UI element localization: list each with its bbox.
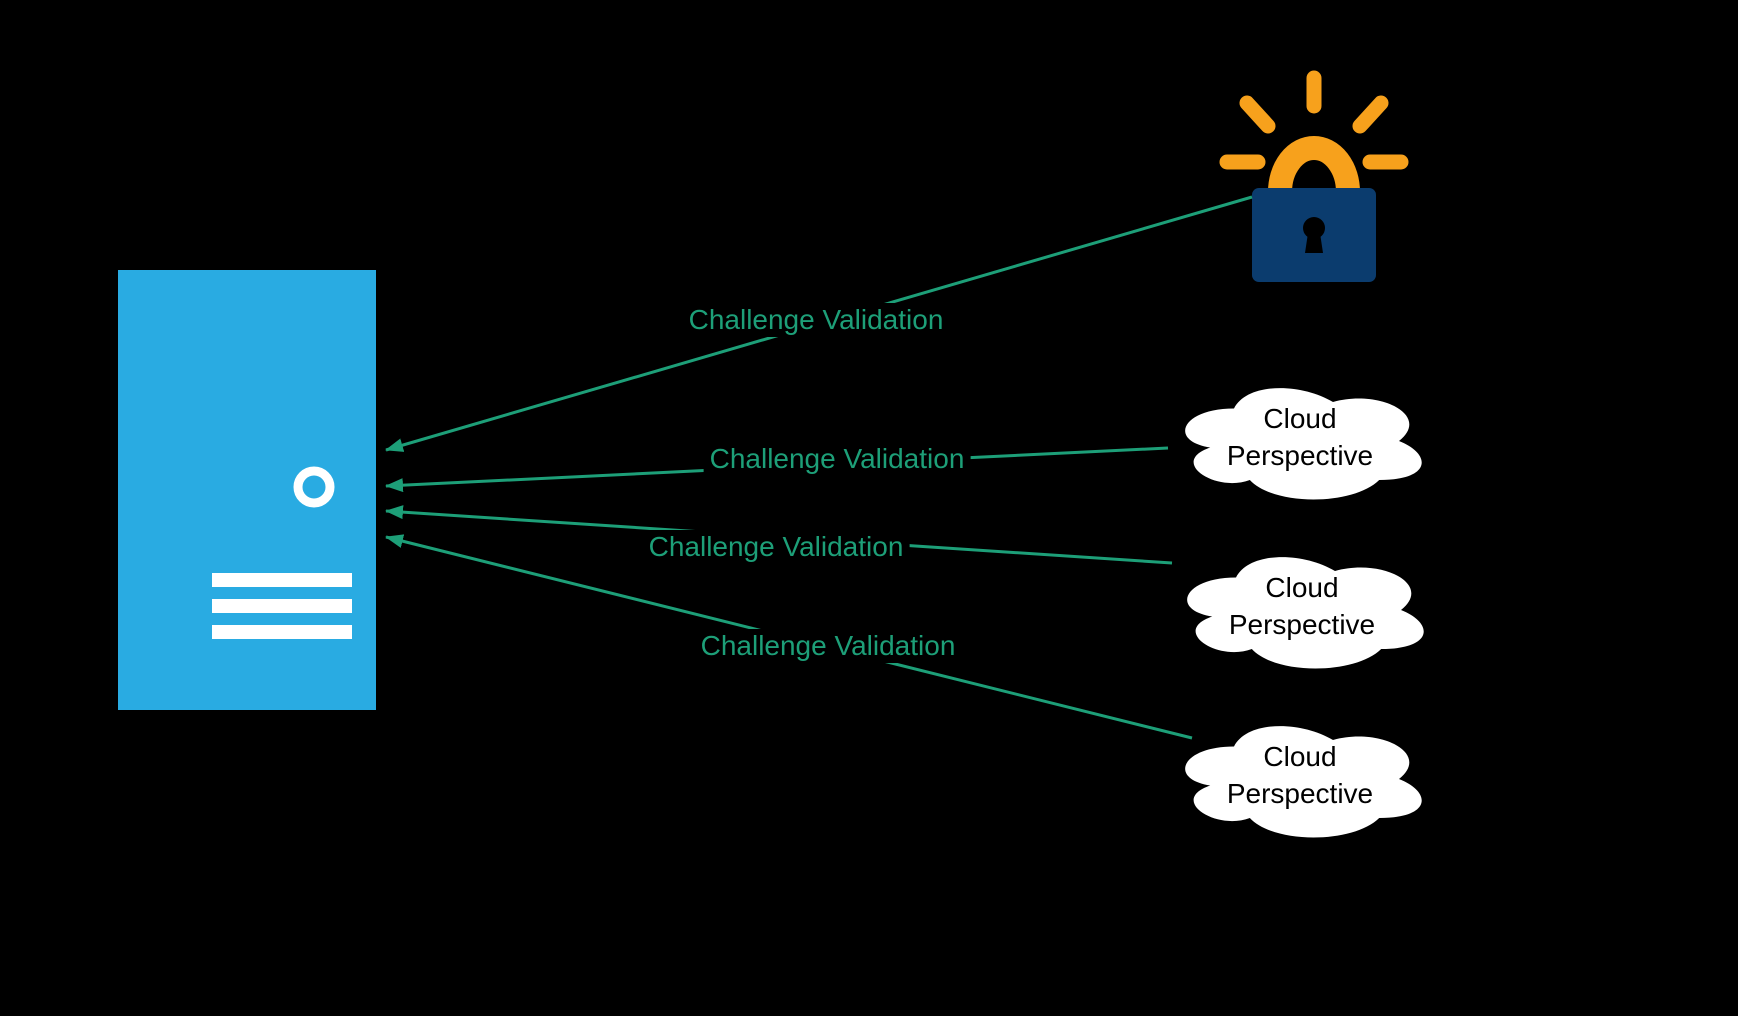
shining-lock-icon	[1219, 70, 1409, 282]
server-body	[118, 270, 376, 710]
server-slot	[212, 625, 352, 639]
lock-shackle	[1268, 136, 1360, 193]
edge-label-challenge-validation-2: Challenge Validation	[703, 442, 971, 476]
edge-label-challenge-validation-1: Challenge Validation	[682, 303, 950, 337]
cloud-icon-2	[1187, 557, 1424, 669]
server-led-ring	[293, 466, 335, 508]
cloud-icon-3	[1185, 726, 1422, 838]
server-slot	[212, 599, 352, 613]
edge-label-challenge-validation-4: Challenge Validation	[694, 629, 962, 663]
lock-ray-upper-right	[1352, 95, 1389, 134]
edge-label-challenge-validation-3: Challenge Validation	[642, 530, 910, 564]
lock-keyhole-stem	[1305, 233, 1323, 253]
cloud-icon-1	[1185, 388, 1422, 500]
cloud-label-1: Cloud Perspective	[1226, 403, 1374, 471]
cloud-label-3: Cloud Perspective	[1226, 741, 1374, 809]
lock-ray-upper-left	[1239, 95, 1276, 134]
server-icon	[118, 270, 376, 710]
cloud-label-2: Cloud Perspective	[1228, 572, 1376, 640]
server-slot	[212, 573, 352, 587]
